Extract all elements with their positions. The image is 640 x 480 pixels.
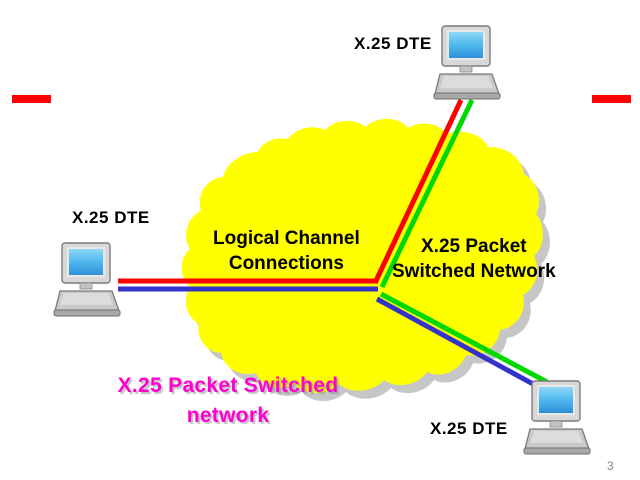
computer-icon[interactable] [522, 379, 592, 457]
packet-switched-network-label: X.25 Packet Switched Network [392, 234, 556, 284]
logical-channel-line-1: Logical Channel [213, 228, 360, 249]
link-bottom-dte [375, 291, 549, 393]
logical-channel-connections-label: Logical Channel Connections [213, 226, 360, 276]
packet-network-line-1: X.25 Packet [421, 236, 527, 257]
dte-label-left: X.25 DTE [72, 208, 150, 227]
caption-line-1: X.25 Packet Switched [117, 374, 339, 397]
computer-icon[interactable] [432, 24, 502, 102]
dte-label-top: X.25 DTE [354, 34, 432, 53]
computer-icon[interactable] [52, 241, 122, 319]
page-number: 3 [607, 459, 614, 473]
logical-channel-line-2: Connections [228, 253, 344, 275]
caption-line-2: network [186, 403, 270, 427]
packet-network-line-2: Switched Network [392, 261, 556, 283]
dte-label-bottom: X.25 DTE [430, 419, 508, 438]
slide-caption: X.25 Packet Switched network [88, 371, 368, 431]
link-left-dte [118, 278, 378, 292]
right-red-rule-dash [592, 95, 631, 103]
left-red-rule-dash [12, 95, 51, 103]
